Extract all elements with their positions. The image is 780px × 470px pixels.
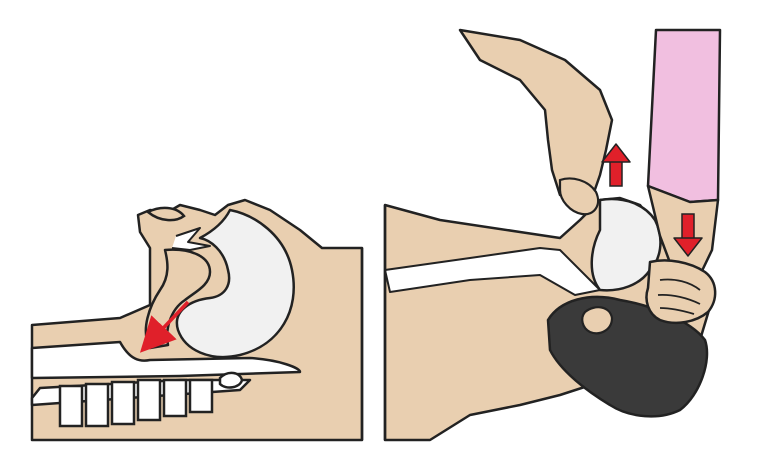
right-panel-sleeve <box>646 28 722 204</box>
left-panel-teeth <box>171 227 211 251</box>
right-panel-chin-fingers <box>558 177 600 216</box>
left-panel-epiglottis <box>218 371 244 389</box>
left-panel <box>30 198 364 442</box>
right-panel-neck <box>384 247 601 296</box>
left-panel-upper-lip <box>145 206 186 222</box>
diagonal-arrow-icon <box>139 300 190 353</box>
right-panel-forehead-hand <box>645 259 717 324</box>
right-panel-lift-arm <box>458 28 614 204</box>
arrow-down-icon <box>673 213 703 257</box>
left-panel-airway <box>30 340 302 380</box>
left-panel-tongue <box>175 208 295 359</box>
right-panel <box>383 28 722 442</box>
arrow-up-icon <box>601 143 631 187</box>
left-panel-vertebrae <box>58 378 214 428</box>
right-panel-ear <box>581 306 614 335</box>
